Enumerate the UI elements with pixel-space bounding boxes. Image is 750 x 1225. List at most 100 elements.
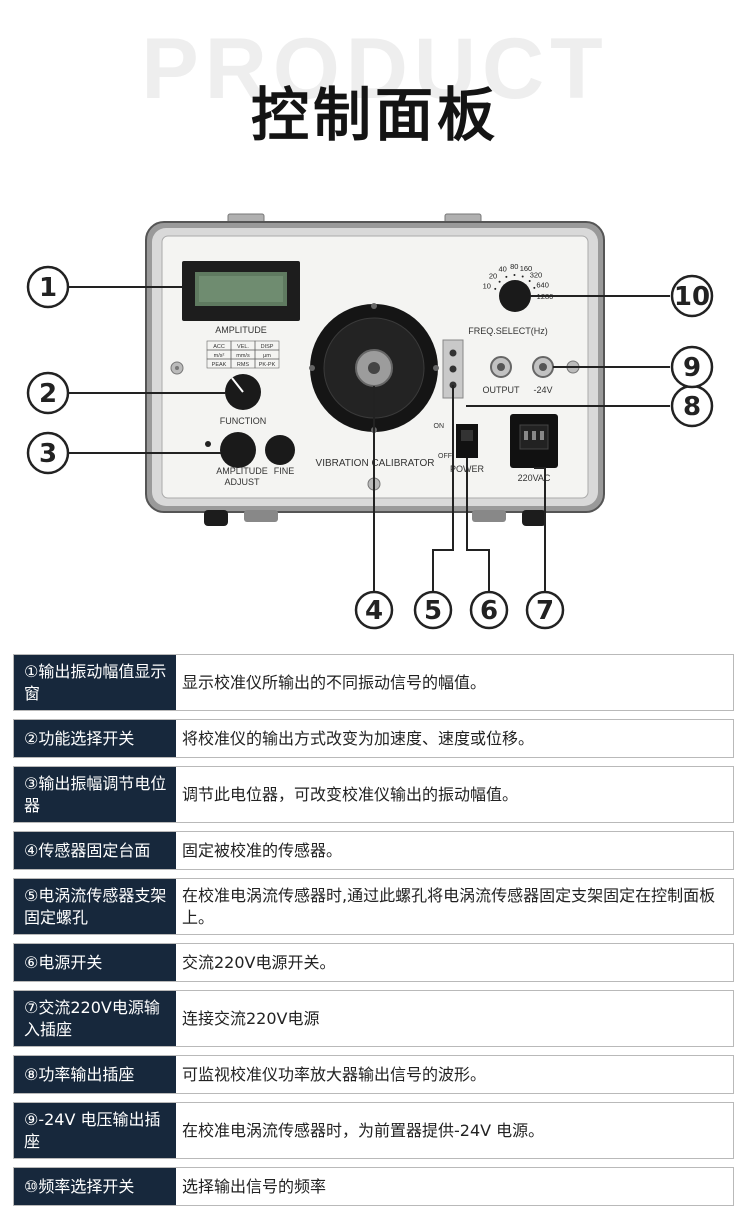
description-table: ①输出振动幅值显示窗显示校准仪所输出的不同振动信号的幅值。 ②功能选择开关将校准仪… [13,654,734,1214]
freq-tick-dot [533,286,536,289]
eddy-bracket-hole [449,349,457,357]
table-row: ④传感器固定台面固定被校准的传感器。 [13,831,734,870]
fine-label: FINE [274,466,295,476]
latch [472,510,506,522]
row-description: 在校准电涡流传感器时,通过此螺孔将电涡流传感器固定支架固定在控制面板上。 [182,885,716,927]
callout-circle [670,274,714,318]
function-grid-text: DISP [261,344,274,350]
freq-tick-dot [528,279,531,282]
row-description: 将校准仪的输出方式改变为加速度、速度或位移。 [182,728,535,748]
function-grid-text: mm/s [236,353,250,359]
freq-select-label: FREQ.SELECT(Hz) [468,326,548,336]
freq-select-knob[interactable] [499,280,531,312]
row-label: ④传感器固定台面 [14,832,176,869]
function-grid-text: m/s² [214,353,225,359]
callout-number: 2 [39,379,57,409]
function-label: FUNCTION [220,416,267,426]
foot [522,510,546,526]
freq-tick-label: 40 [498,265,506,274]
freq-tick-dot [498,280,501,283]
vac-label: 220VAC [518,473,551,483]
row-label: ③输出振幅调节电位器 [14,767,176,822]
callout-circle [413,590,453,630]
lcd-glass [199,276,283,302]
table-row: ⑦交流220V电源输入插座连接交流220V电源 [13,990,734,1047]
callout-number: 8 [683,392,701,422]
callout-circle [26,371,70,415]
table-screw [371,303,377,309]
inlet-pin [524,431,528,440]
connector-center [539,363,547,371]
foot [204,510,228,526]
amplitude-adjust-label-line2: ADJUST [224,477,260,487]
table-row: ⑤电涡流传感器支架固定螺孔在校准电涡流传感器时,通过此螺孔将电涡流传感器固定支架… [13,878,734,935]
row-label: ⑧功率输出插座 [14,1056,176,1093]
callout-circle [670,345,714,389]
amplitude-adjust-label-line1: AMPLITUDE [216,466,268,476]
freq-tick-label: 640 [536,280,549,289]
row-description: 在校准电涡流传感器时，为前置器提供-24V 电源。 [182,1120,545,1140]
callout-number: 9 [683,353,701,383]
freq-tick-label: 320 [530,271,543,280]
background-watermark-word: PRODUCT [141,21,609,117]
row-label: ⑦交流220V电源输入插座 [14,991,176,1046]
indicator-dot [205,441,211,447]
function-grid-text: PK-PK [259,362,276,368]
table-row: ⑩频率选择开关选择输出信号的频率 [13,1167,734,1206]
row-label: ⑥电源开关 [14,944,176,981]
minus24v-label: -24V [533,385,552,395]
row-label: ②功能选择开关 [14,720,176,757]
row-label: ⑩频率选择开关 [14,1168,176,1205]
knob-pointer [231,377,244,393]
function-grid-text: RMS [237,362,250,368]
sensor-mount-hole [368,362,380,374]
off-label: OFF [438,453,452,460]
table-row: ⑧功率输出插座可监视校准仪功率放大器输出信号的波形。 [13,1055,734,1094]
row-label: ⑤电涡流传感器支架固定螺孔 [14,879,176,934]
table-row: ③输出振幅调节电位器调节此电位器，可改变校准仪输出的振动幅值。 [13,766,734,823]
callout-number: 1 [39,273,57,303]
callout-number: 7 [536,596,554,626]
callout-number: 5 [424,596,442,626]
table-screw [433,365,439,371]
row-description: 调节此电位器，可改变校准仪输出的振动幅值。 [182,784,519,804]
function-grid-text: ACC [213,344,225,350]
amplitude-label: AMPLITUDE [215,325,267,335]
leader-lines [68,286,670,592]
freq-tick-label: 80 [510,262,518,271]
eddy-bracket-hole [449,365,457,373]
function-grid-cell [254,358,280,369]
on-label: ON [434,423,445,430]
row-label: ⑨-24V 电压输出插座 [14,1103,176,1158]
function-grid-text: VEL. [237,344,249,350]
panel-screw-slot [175,366,179,370]
row-description: 固定被校准的传感器。 [182,840,343,860]
callout-number: 10 [674,282,710,312]
table-row: ⑨-24V 电压输出插座在校准电涡流传感器时，为前置器提供-24V 电源。 [13,1102,734,1159]
power-switch-rocker [461,430,473,441]
callout-circle [525,590,565,630]
row-description: 交流220V电源开关。 [182,952,336,972]
callout-circle [469,590,509,630]
callout-circle [354,590,394,630]
freq-tick-dot [505,275,508,278]
table-row: ⑥电源开关交流220V电源开关。 [13,943,734,982]
fine-knob[interactable] [265,435,295,465]
function-grid-text: PEAK [212,362,227,368]
table-screw [309,365,315,371]
amplitude-adjust-knob[interactable] [220,432,256,468]
callout-number: 3 [39,439,57,469]
latch [244,510,278,522]
row-label: ①输出振动幅值显示窗 [14,655,176,710]
inlet-pin [532,431,536,440]
row-description: 连接交流220V电源 [182,1008,320,1028]
freq-tick-label: 20 [489,272,497,281]
table-row: ①输出振动幅值显示窗显示校准仪所输出的不同振动信号的幅值。 [13,654,734,711]
page-title: 控制面板 [250,81,499,149]
row-description: 选择输出信号的频率 [182,1176,327,1196]
callout-circle [26,265,70,309]
row-description: 显示校准仪所输出的不同振动信号的幅值。 [182,672,487,692]
